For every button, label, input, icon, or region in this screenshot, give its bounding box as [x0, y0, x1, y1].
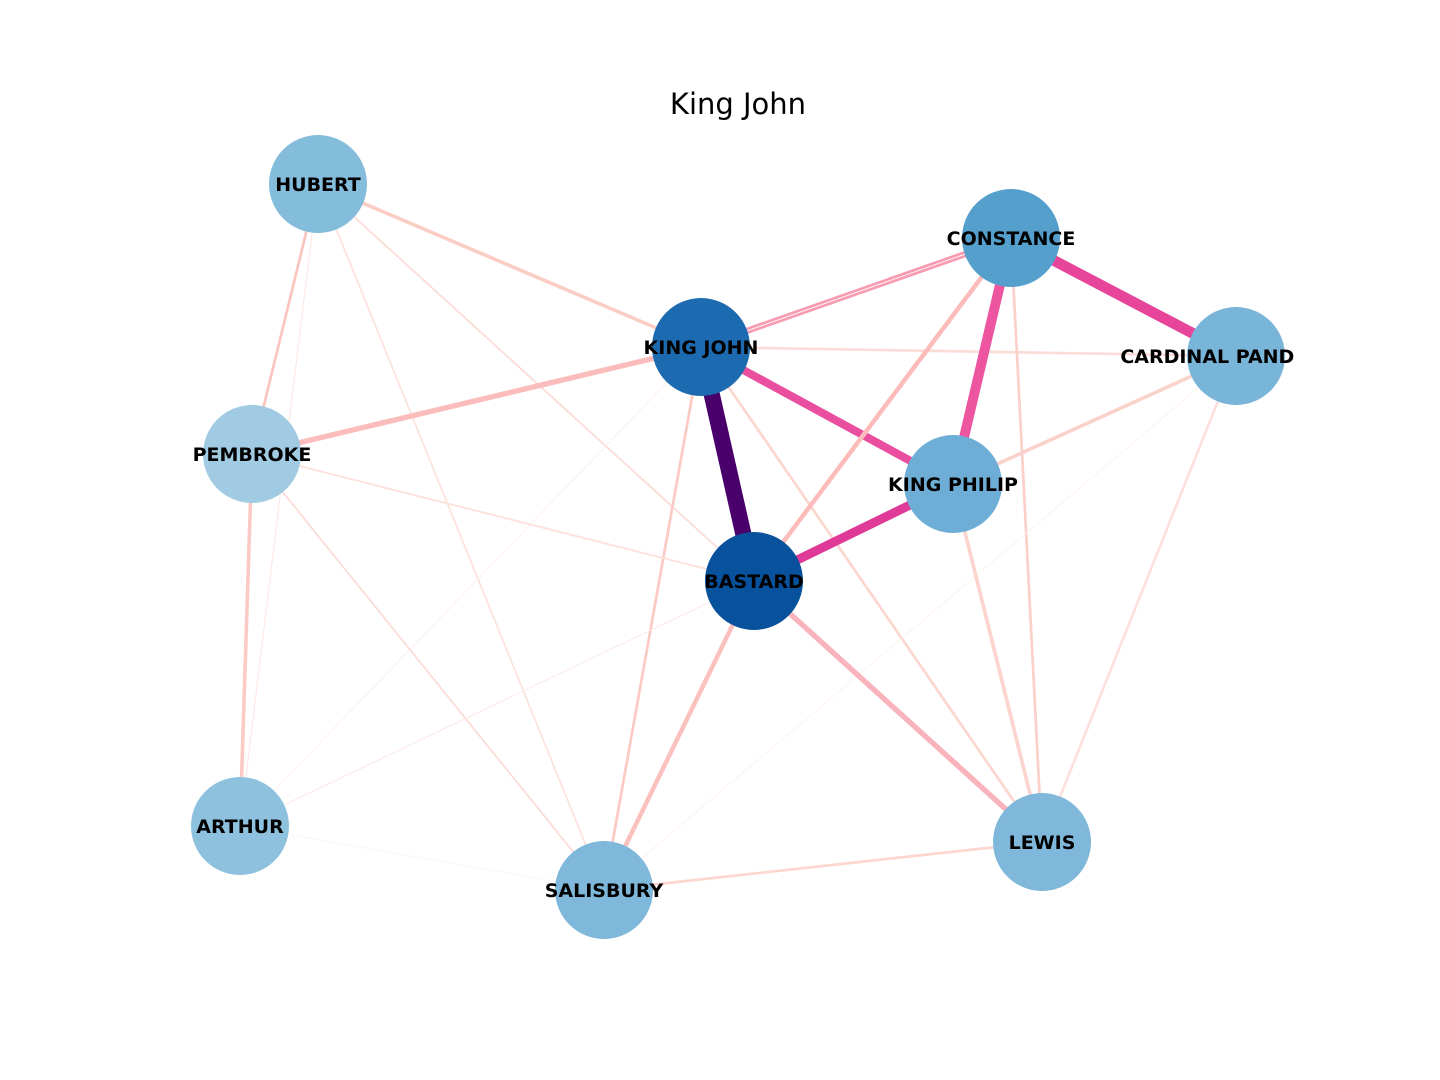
node-circle-arthur[interactable] [191, 777, 289, 875]
edge-king-philip-lewis [951, 483, 1044, 843]
edge-salisbury-arthur [239, 825, 605, 891]
node-circle-pembroke[interactable] [203, 405, 301, 503]
node-label-cardinal-pandulph: CARDINAL PANDULPH [1120, 346, 1351, 368]
node-circle-king-john[interactable] [652, 298, 750, 396]
node-circle-salisbury[interactable] [555, 841, 653, 939]
node-label-pembroke: PEMBROKE [193, 444, 312, 466]
node-circle-king-philip[interactable] [904, 435, 1002, 533]
node-label-lewis: LEWIS [1009, 832, 1076, 854]
node-hubert[interactable]: HUBERT [269, 135, 367, 233]
node-label-constance: CONSTANCE [947, 228, 1076, 250]
node-circle-hubert[interactable] [269, 135, 367, 233]
edge-constance-bastard [752, 236, 1013, 583]
node-label-king-john: KING JOHN [644, 337, 759, 359]
edge-king-john-salisbury [602, 346, 703, 891]
edge-pembroke-arthur [238, 453, 254, 827]
edge-king-john-arthur [239, 346, 702, 827]
node-circle-constance[interactable] [962, 189, 1060, 287]
edge-cardinal-pandulph-salisbury [603, 355, 1237, 891]
node-label-king-philip: KING PHILIP [888, 474, 1018, 496]
edge-king-john-lewis [699, 346, 1044, 843]
node-circle-lewis[interactable] [993, 793, 1091, 891]
edge-pembroke-salisbury [251, 453, 605, 891]
edge-salisbury-lewis [603, 840, 1043, 892]
edge-king-john-pembroke [251, 344, 702, 457]
node-king-philip[interactable]: KING PHILIP [888, 435, 1018, 533]
node-bastard[interactable]: BASTARD [704, 532, 804, 630]
edge-hubert-salisbury [317, 183, 605, 891]
node-salisbury[interactable]: SALISBURY [545, 841, 664, 939]
edge-constance-lewis [1009, 237, 1044, 843]
edge-hubert-king-john [317, 182, 702, 349]
node-circle-bastard[interactable] [705, 532, 803, 630]
edge-bastard-arthur [239, 580, 755, 827]
edge-king-john-cardinal-pandulph [700, 345, 1237, 358]
edge-hubert-bastard [317, 183, 755, 582]
node-lewis[interactable]: LEWIS [993, 793, 1091, 891]
edge-bastard-salisbury [601, 580, 757, 891]
edge-cardinal-pandulph-king-philip [952, 354, 1237, 486]
edge-pembroke-bastard [251, 453, 755, 582]
node-king-john[interactable]: KING JOHN [644, 298, 759, 396]
edge-cardinal-pandulph-lewis [1040, 355, 1238, 843]
edge-constance-king-john [700, 237, 1012, 348]
node-label-hubert: HUBERT [275, 174, 361, 196]
node-label-arthur: ARTHUR [196, 816, 284, 838]
node-arthur[interactable]: ARTHUR [191, 777, 289, 875]
diagram-title: King John [669, 87, 807, 121]
node-constance[interactable]: CONSTANCE [947, 189, 1076, 287]
node-label-salisbury: SALISBURY [545, 880, 664, 902]
node-pembroke[interactable]: PEMBROKE [193, 405, 312, 503]
nodes-layer: HUBERT CONSTANCE KING JOHN CARDINAL PANDULP… [191, 135, 1351, 939]
edge-bastard-lewis [752, 578, 1044, 845]
node-circle-cardinal-pandulph[interactable] [1187, 307, 1285, 405]
node-label-bastard: BASTARD [704, 571, 803, 593]
edge-hubert-arthur [239, 183, 319, 827]
node-cardinal-pandulph[interactable]: CARDINAL PANDULPH [1120, 307, 1351, 405]
